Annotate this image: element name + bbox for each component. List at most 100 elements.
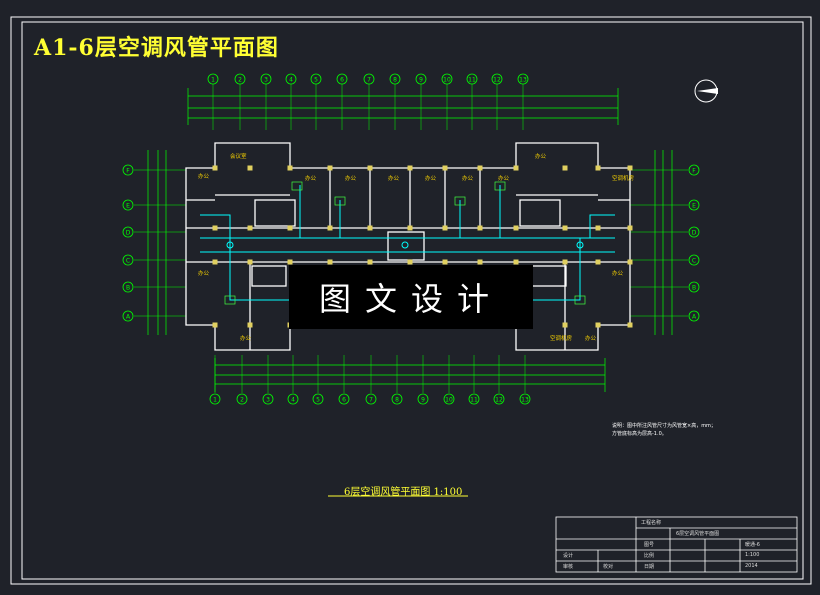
axis-bubble-top: 1 bbox=[207, 73, 219, 85]
axis-bubble-bottom: 3 bbox=[262, 355, 274, 405]
room-label: 办公 bbox=[425, 174, 437, 182]
structural-column bbox=[513, 225, 519, 231]
room-label: 办公 bbox=[240, 334, 252, 342]
axis-bubble-bottom: 11 bbox=[468, 355, 480, 405]
axis-bubble-left: A bbox=[122, 310, 186, 322]
room-label: 办公 bbox=[585, 334, 597, 342]
axis-bubble-top: 8 bbox=[389, 73, 401, 85]
axis-bubble-bottom: 8 bbox=[391, 355, 403, 405]
axis-label-side: B bbox=[126, 285, 130, 292]
axis-bubble-top: 3 bbox=[260, 73, 272, 85]
room-label: 会议室 bbox=[230, 152, 247, 160]
axis-bubble-top: 7 bbox=[363, 73, 375, 85]
structural-column bbox=[212, 322, 218, 328]
room-label: 办公 bbox=[498, 174, 510, 182]
structural-column bbox=[212, 259, 218, 265]
axis-label-bottom: 1 bbox=[213, 397, 217, 404]
room-label: 办公 bbox=[198, 172, 210, 180]
axis-label-bottom: 11 bbox=[470, 397, 478, 404]
axis-bubble-top: 2 bbox=[234, 73, 246, 85]
tb-drawing-name: 6层空调风管平面图 bbox=[676, 531, 720, 537]
axis-label-side: C bbox=[126, 258, 130, 265]
inner-frame bbox=[21, 21, 804, 580]
tb-value-2: 1:100 bbox=[745, 552, 760, 558]
axis-bubble-bottom: 12 bbox=[493, 355, 505, 405]
axis-bubble-bottom: 5 bbox=[312, 355, 324, 405]
axis-label-top: 3 bbox=[264, 77, 268, 84]
axis-label-bottom: 9 bbox=[421, 397, 425, 404]
axis-label-side: A bbox=[126, 314, 131, 321]
axis-bubble-left: D bbox=[122, 226, 186, 238]
tb-sign-label-2: 审核 bbox=[563, 564, 574, 570]
axis-bubble-bottom: 9 bbox=[417, 355, 429, 405]
structural-column bbox=[287, 165, 293, 171]
axis-label-bottom: 3 bbox=[266, 397, 270, 404]
structural-column bbox=[595, 165, 601, 171]
axis-bubble-right: C bbox=[630, 254, 700, 266]
title-block bbox=[555, 516, 798, 573]
axis-label-bottom: 13 bbox=[521, 397, 529, 404]
structural-column bbox=[627, 165, 633, 171]
structural-column bbox=[212, 225, 218, 231]
axis-bubble-bottom: 10 bbox=[443, 355, 455, 405]
axis-bubble-bottom: 13 bbox=[519, 355, 531, 405]
axis-bubble-right: F bbox=[630, 164, 700, 176]
axis-bubble-right: A bbox=[630, 310, 700, 322]
axis-label-bottom: 6 bbox=[342, 397, 346, 404]
structural-column bbox=[407, 225, 413, 231]
structural-column bbox=[562, 322, 568, 328]
structural-column bbox=[367, 259, 373, 265]
structural-column bbox=[477, 165, 483, 171]
structural-column bbox=[627, 322, 633, 328]
structural-column bbox=[367, 225, 373, 231]
north-arrow-icon bbox=[694, 79, 718, 103]
axis-label-top: 7 bbox=[367, 77, 371, 84]
structural-column bbox=[287, 225, 293, 231]
axis-bubble-top: 11 bbox=[466, 73, 478, 85]
axis-label-side: A bbox=[692, 314, 697, 321]
structural-column bbox=[627, 225, 633, 231]
axis-bubble-top: 10 bbox=[441, 73, 453, 85]
axis-label-top: 1 bbox=[211, 77, 215, 84]
axis-label-side: E bbox=[126, 203, 130, 210]
room-label: 空调机房 bbox=[612, 174, 635, 182]
structural-column bbox=[247, 259, 253, 265]
tb-sign-label-1: 设计 bbox=[563, 553, 574, 559]
structural-column bbox=[562, 165, 568, 171]
axis-bubble-left: B bbox=[122, 281, 186, 293]
axis-label-side: F bbox=[126, 168, 130, 175]
structural-column bbox=[247, 225, 253, 231]
drawing-caption: 6层空调风管平面图 1:100 bbox=[344, 487, 463, 498]
room-label: 空调机房 bbox=[550, 334, 573, 342]
axis-label-bottom: 2 bbox=[240, 397, 244, 404]
duct-outlets bbox=[224, 181, 586, 305]
watermark-text: 图文设计 bbox=[318, 280, 503, 318]
axis-label-side: D bbox=[126, 230, 131, 237]
axis-bubble-left: C bbox=[122, 254, 186, 266]
axis-label-top: 10 bbox=[443, 77, 451, 84]
axis-label-top: 2 bbox=[238, 77, 242, 84]
axis-label-bottom: 8 bbox=[395, 397, 399, 404]
structural-column bbox=[595, 322, 601, 328]
note-line-1: 说明：图中所注风管尺寸为风管宽×高，mm； bbox=[612, 423, 716, 429]
watermark: 图文设计 bbox=[289, 265, 533, 329]
axis-bubble-left: E bbox=[122, 199, 186, 211]
axis-label-bottom: 4 bbox=[291, 397, 295, 404]
bottom-dimension-lines bbox=[214, 358, 606, 392]
axis-label-side: C bbox=[692, 258, 696, 265]
axis-label-top: 12 bbox=[493, 77, 501, 84]
axis-label-side: B bbox=[692, 285, 696, 292]
axis-label-top: 13 bbox=[519, 77, 527, 84]
structural-column bbox=[477, 259, 483, 265]
structural-column bbox=[247, 322, 253, 328]
structural-column bbox=[442, 165, 448, 171]
axis-bubble-bottom: 4 bbox=[287, 355, 299, 405]
axis-label-top: 11 bbox=[468, 77, 476, 84]
axis-bubble-left: F bbox=[122, 164, 186, 176]
tb-row-label-1: 图号 bbox=[644, 542, 655, 548]
structural-column bbox=[212, 165, 218, 171]
structural-column bbox=[327, 259, 333, 265]
structural-column bbox=[442, 225, 448, 231]
axis-bubble-top: 13 bbox=[517, 73, 529, 85]
